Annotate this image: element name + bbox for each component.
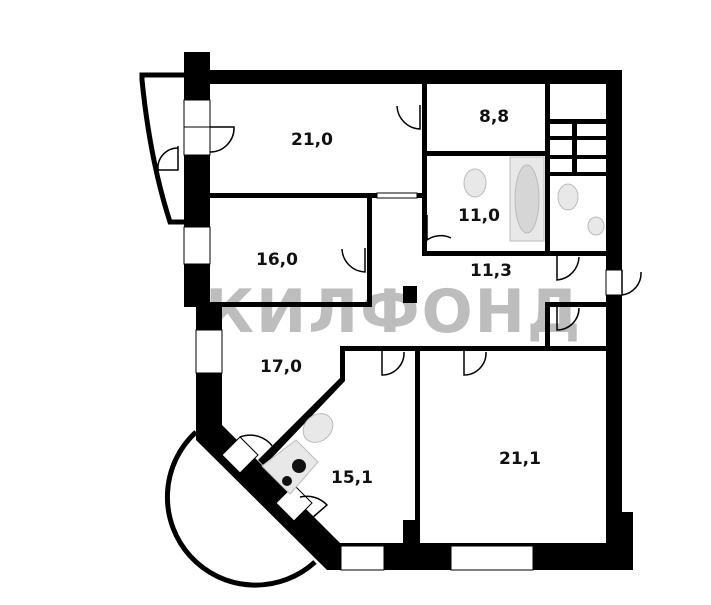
shelf (550, 155, 606, 159)
wall-left-upper (184, 52, 210, 307)
column (403, 286, 417, 303)
shelf (572, 124, 577, 176)
shelf (550, 136, 606, 140)
room-area-label: 8,8 (479, 107, 509, 127)
door[interactable] (299, 495, 329, 519)
wall-diagonal-outer (196, 425, 340, 570)
room-area-label: 21,1 (499, 449, 541, 469)
shelf (550, 172, 606, 176)
doorway (376, 192, 418, 199)
window (340, 545, 385, 571)
window (221, 436, 259, 474)
wall-interior (210, 193, 427, 198)
toilet-icon (557, 183, 579, 211)
window (195, 329, 223, 374)
shelf (550, 119, 606, 124)
wall-interior (422, 84, 427, 256)
wall-interior (545, 84, 550, 256)
wall-interior (403, 520, 420, 543)
wall-kitchen-diagonal (258, 346, 345, 466)
door[interactable] (381, 351, 405, 376)
door[interactable] (463, 351, 487, 376)
door[interactable] (396, 105, 421, 130)
window (450, 545, 534, 571)
room-area-label: 17,0 (260, 357, 302, 377)
sink-icon (587, 216, 605, 236)
room-area-label: 15,1 (331, 468, 373, 488)
door[interactable] (239, 434, 274, 448)
watermark: КИЛФОНД (205, 277, 582, 347)
window (605, 269, 623, 296)
sink-icon (302, 413, 334, 443)
wall-interior (210, 302, 372, 307)
window (183, 99, 211, 128)
stove-icon (261, 439, 319, 495)
bathtub-basin (514, 164, 540, 234)
wall-interior (367, 198, 372, 307)
wall-interior (545, 302, 606, 307)
toilet-icon (463, 168, 487, 198)
balcony-top-left (139, 72, 184, 225)
wall-interior (422, 251, 606, 256)
room-area-label: 16,0 (256, 250, 298, 270)
door[interactable] (341, 248, 366, 273)
balcony-edge (197, 435, 319, 561)
wall-interior (427, 151, 550, 156)
window (183, 226, 211, 265)
burner-icon (282, 476, 292, 486)
wall-top (184, 70, 622, 84)
balcony-bottom-left (164, 430, 317, 588)
room-area-label: 21,0 (291, 130, 333, 150)
door[interactable] (157, 146, 179, 171)
door[interactable] (426, 215, 452, 242)
wall-interior (545, 302, 550, 350)
wall-interior (415, 346, 420, 543)
room-area-label: 11,3 (470, 261, 512, 281)
wall-interior (340, 346, 606, 351)
burner-icon (292, 459, 306, 473)
room-area-label: 11,0 (458, 206, 500, 226)
door[interactable] (556, 256, 580, 281)
doors (157, 105, 642, 519)
door[interactable] (621, 270, 642, 296)
door[interactable] (209, 126, 235, 153)
door[interactable] (556, 307, 580, 331)
window (183, 126, 211, 156)
